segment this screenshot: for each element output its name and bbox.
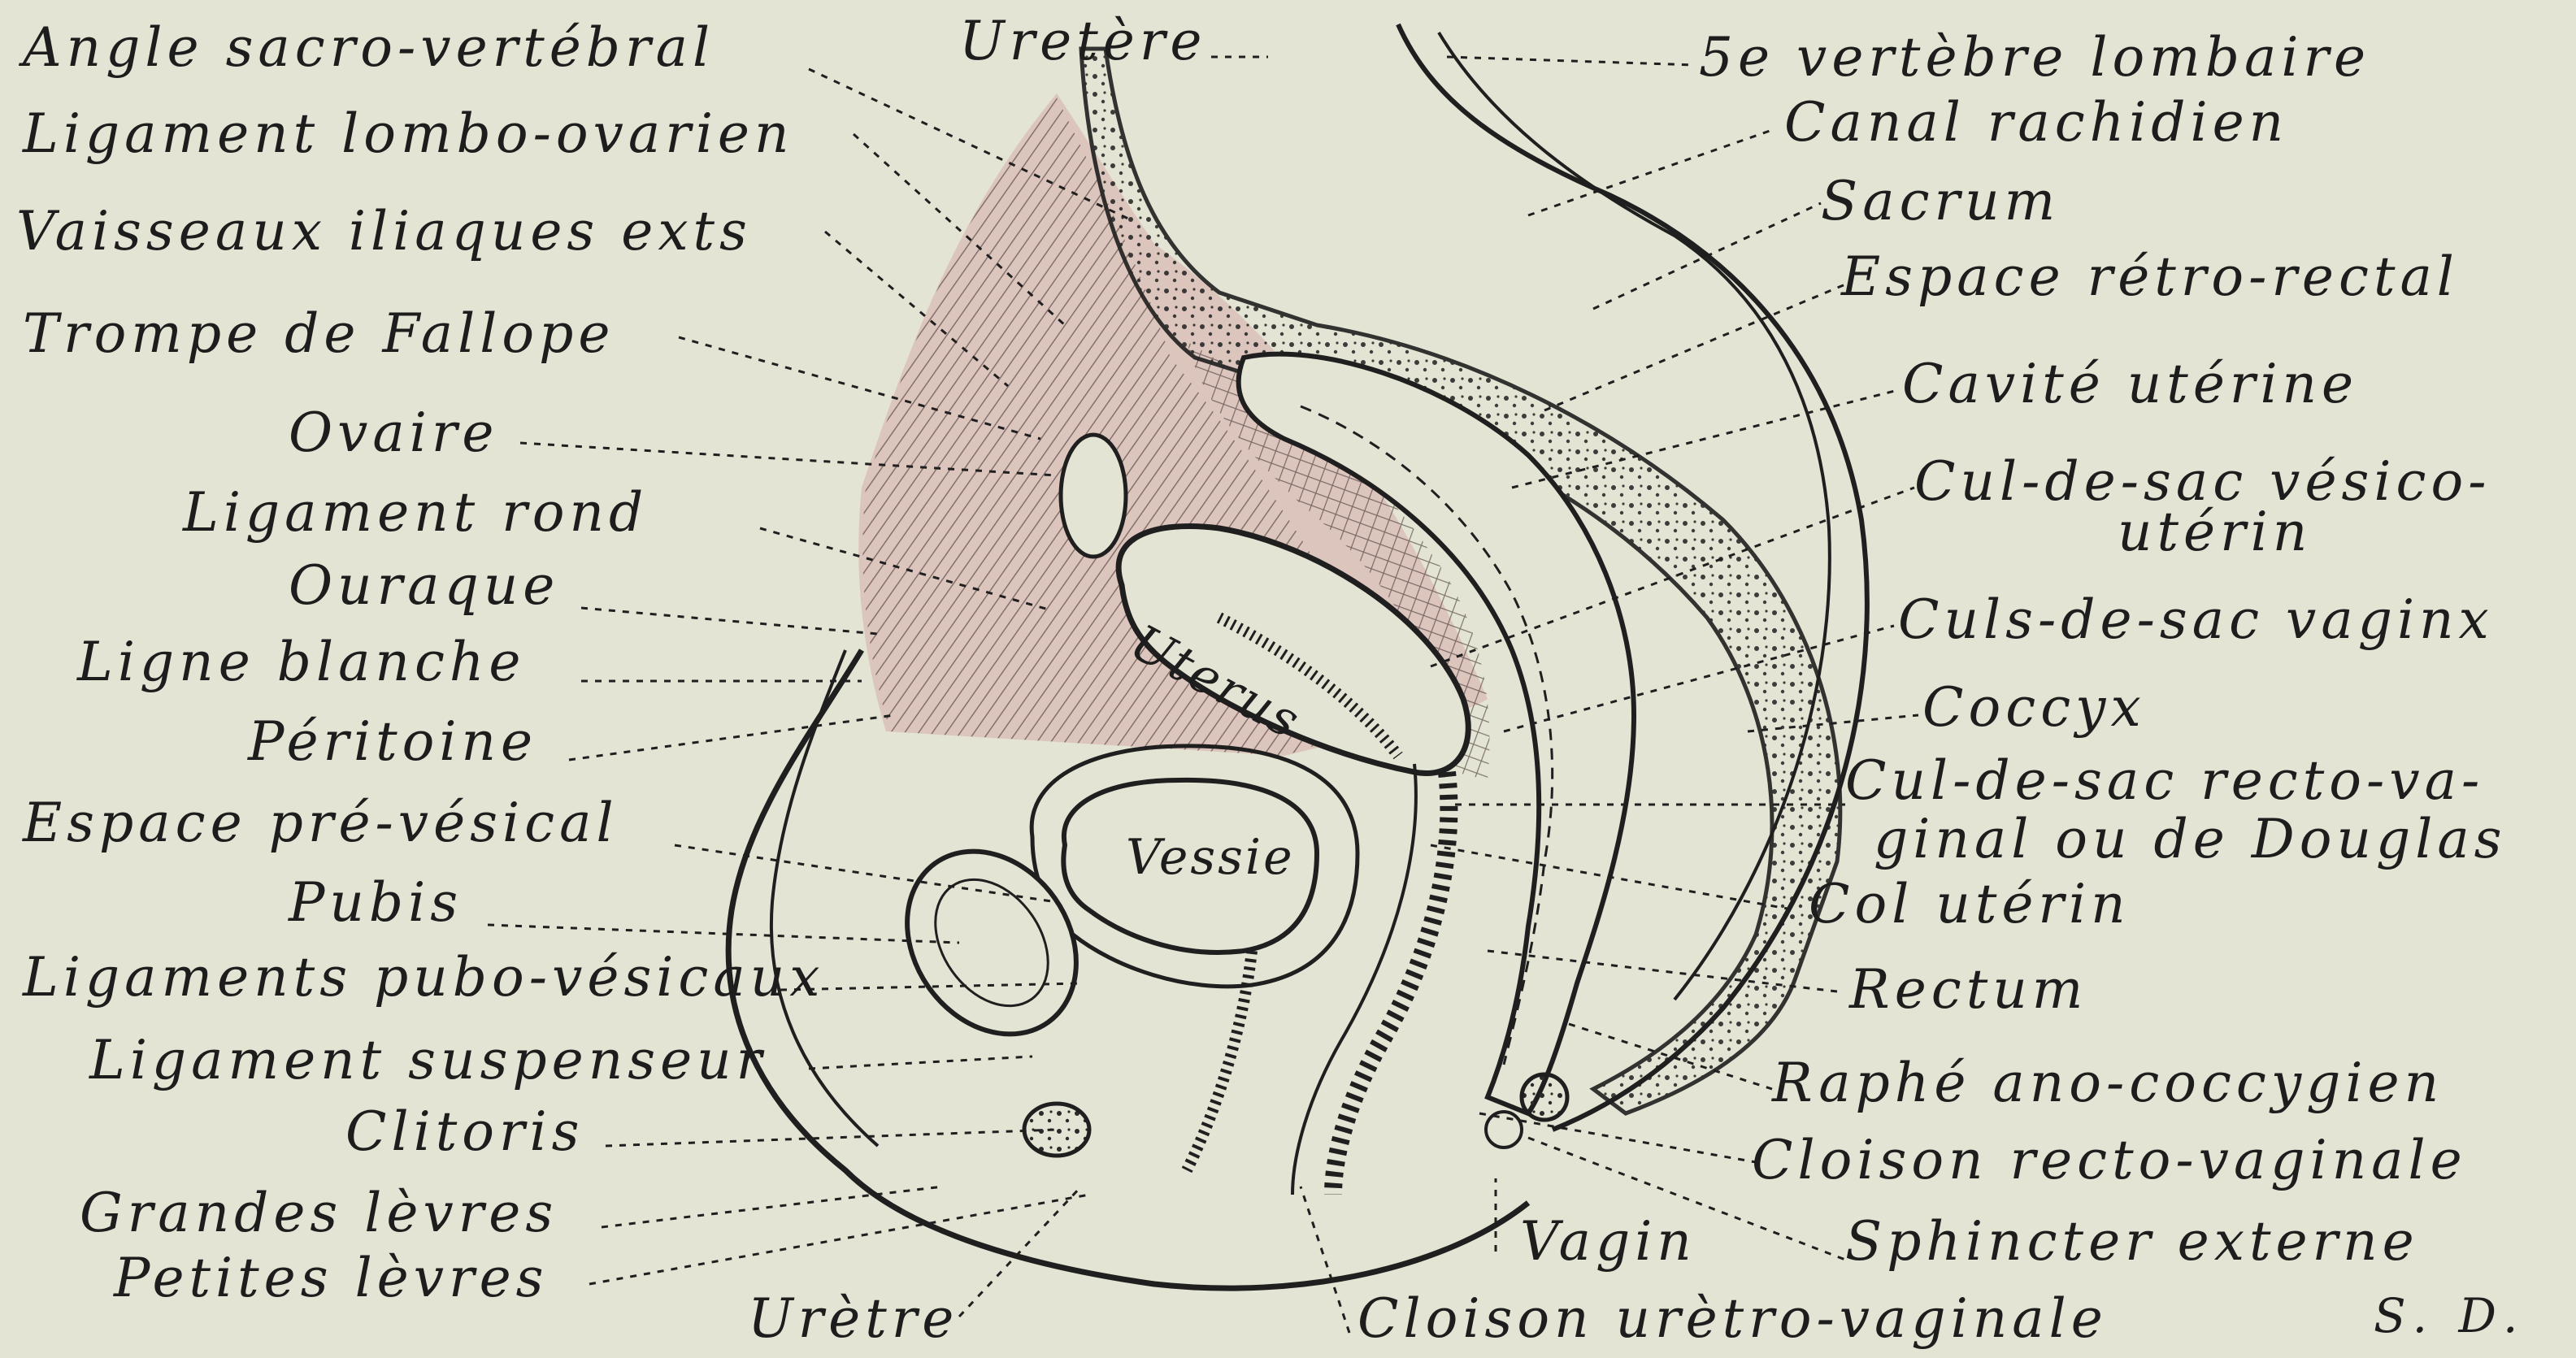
- label-grandes-levres: Grandes lèvres: [80, 1187, 558, 1240]
- label-raphe-ano-coccygien: Raphé ano-coccygien: [1772, 1056, 2444, 1110]
- label-5e-vertebre-lombaire: 5e vertèbre lombaire: [1699, 31, 2370, 85]
- signature: S. D.: [2374, 1292, 2526, 1339]
- label-cloison-uretro-vaginale: Cloison urètro-vaginale: [1358, 1292, 2108, 1346]
- label-pubis: Pubis: [289, 876, 463, 930]
- label-rectum: Rectum: [1849, 963, 2087, 1017]
- label-angle-sacro-vertebral: Angle sacro-vertébral: [23, 21, 715, 75]
- label-vessie: Vessie: [1126, 833, 1295, 882]
- label-uretre: Urètre: [748, 1292, 958, 1346]
- label-clitoris: Clitoris: [345, 1105, 584, 1159]
- label-sphincter-externe: Sphincter externe: [1845, 1215, 2419, 1269]
- label-peritoine: Péritoine: [248, 715, 537, 769]
- label-sacrum: Sacrum: [1821, 175, 2060, 228]
- label-col-uterin: Col utérin: [1809, 878, 2131, 931]
- label-culs-de-sac-vaginaux: Culs-de-sac vaginx: [1898, 593, 2494, 647]
- ovary: [1061, 435, 1126, 557]
- label-coccyx: Coccyx: [1922, 681, 2146, 735]
- label-petites-levres: Petites lèvres: [114, 1252, 549, 1305]
- label-ligament-suspenseur: Ligament suspenseur: [89, 1034, 767, 1087]
- label-espace-pre-vesical: Espace pré-vésical: [23, 796, 619, 850]
- label-vaisseaux-iliaques: Vaisseaux iliaques exts: [16, 205, 752, 258]
- label-ginal-ou-de-douglas: ginal ou de Douglas: [1874, 813, 2507, 866]
- label-cloison-recto-vaginale: Cloison recto-vaginale: [1752, 1134, 2467, 1187]
- inner-wall: [771, 650, 878, 1146]
- label-ligaments-pubo-vesicaux: Ligaments pubo-vésicaux: [23, 951, 824, 1004]
- label-espace-retro-rectal: Espace rétro-rectal: [1841, 250, 2459, 304]
- label-ligament-rond: Ligament rond: [183, 486, 648, 540]
- label-uterin: utérin: [2118, 505, 2312, 559]
- coccyx-tip: [1486, 1112, 1522, 1148]
- label-uretere: Uretère: [959, 15, 1206, 68]
- label-ouraque: Ouraque: [289, 559, 559, 613]
- vagina: [1333, 772, 1449, 1195]
- label-ligament-lombo-ovarien: Ligament lombo-ovarien: [23, 107, 794, 161]
- label-cavite-uterine: Cavité utérine: [1902, 358, 2358, 411]
- label-ligne-blanche: Ligne blanche: [77, 636, 525, 689]
- label-ovaire: Ovaire: [289, 406, 498, 460]
- sphincter: [1522, 1074, 1567, 1120]
- label-canal-rachidien: Canal rachidien: [1784, 96, 2288, 150]
- label-vagin: Vagin: [1520, 1215, 1696, 1269]
- label-cul-de-sac-recto-va: Cul-de-sac recto-va-: [1845, 754, 2484, 808]
- label-trompe-de-fallope: Trompe de Fallope: [23, 307, 615, 361]
